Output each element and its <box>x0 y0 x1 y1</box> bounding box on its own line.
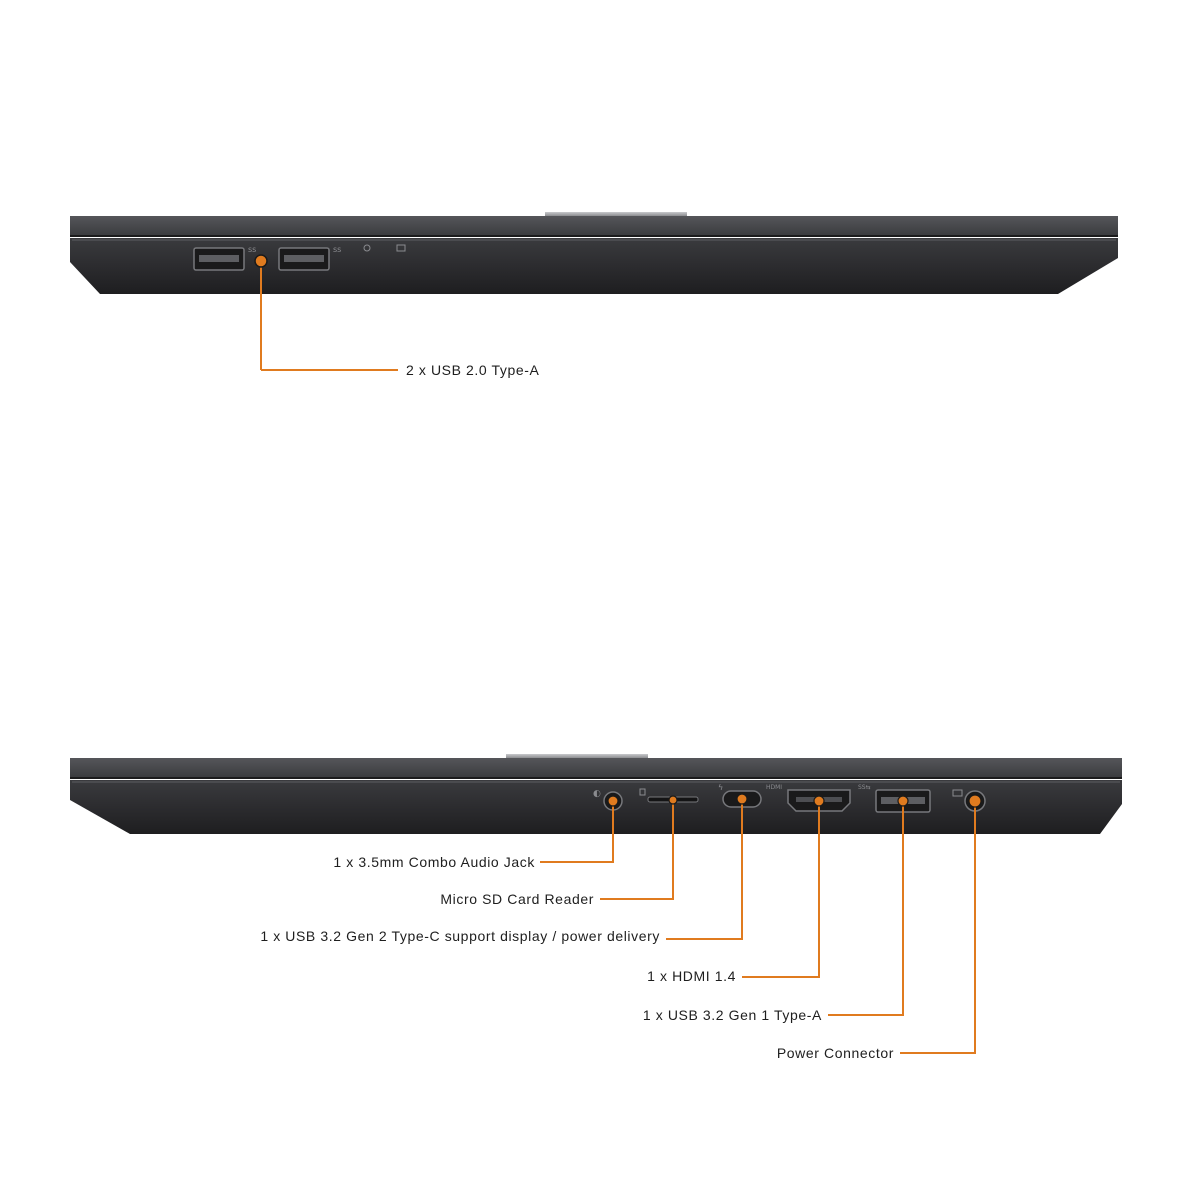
lid <box>70 216 1118 236</box>
usb-a-port <box>193 247 245 271</box>
callout-usb-c <box>666 793 748 940</box>
base <box>70 780 1122 834</box>
base <box>70 238 1118 294</box>
callout-marker-dot <box>607 795 619 807</box>
headset-icon: ◐ <box>593 789 601 799</box>
callout-micro-sd <box>600 795 678 900</box>
usb-symbol-icon: SS⇆ <box>858 784 871 791</box>
laptop-right-side-view: ◐ ϟ HDMI SS⇆ <box>70 754 1122 1054</box>
callout-marker-dot <box>968 794 982 808</box>
dc-in-icon <box>952 789 963 797</box>
battery-indicator-icon <box>396 244 406 252</box>
hdmi-label-icon: HDMI <box>766 784 782 791</box>
usb-symbol-icon: ss <box>333 245 341 254</box>
label-micro-sd: Micro SD Card Reader <box>440 891 594 907</box>
laptop-left-side-view: ss ss <box>70 212 1118 371</box>
lid <box>70 758 1122 778</box>
hinge-bar <box>506 754 648 759</box>
usb-symbol-icon: ss <box>248 245 256 254</box>
callout-usb-a <box>828 795 909 1016</box>
callout-marker-dot <box>254 254 268 268</box>
callout-marker-dot <box>668 795 678 805</box>
label-power-connector: Power Connector <box>776 1045 894 1061</box>
callout-marker-dot <box>813 795 825 807</box>
label-usb-a: 1 x USB 3.2 Gen 1 Type-A <box>642 1007 822 1023</box>
usb-a-port <box>278 247 330 271</box>
callout-hdmi <box>742 795 825 978</box>
label-usb-c: 1 x USB 3.2 Gen 2 Type-C support display… <box>260 928 660 944</box>
callout-marker-dot <box>736 793 748 805</box>
callout-usb-2-0 <box>254 254 398 371</box>
label-audio-jack: 1 x 3.5mm Combo Audio Jack <box>333 854 535 870</box>
callout-power <box>900 794 982 1054</box>
callout-audio-jack <box>540 795 619 863</box>
sd-card-icon <box>639 788 646 796</box>
thunderbolt-icon: ϟ <box>718 783 723 792</box>
label-usb-2-0: 2 x USB 2.0 Type-A <box>406 362 540 378</box>
callout-marker-dot <box>897 795 909 807</box>
label-hdmi: 1 x HDMI 1.4 <box>647 968 736 984</box>
led-indicator-icon <box>363 244 371 252</box>
hinge-bar <box>545 212 687 217</box>
